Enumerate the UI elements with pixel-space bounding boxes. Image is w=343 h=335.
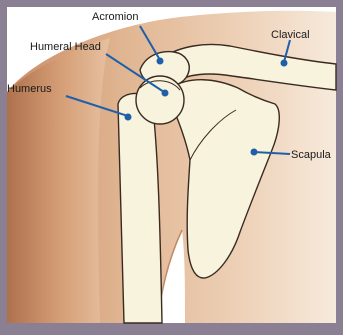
label-scapula: Scapula [291, 149, 332, 161]
humeral-head-dot [162, 90, 169, 97]
humerus-bone [118, 93, 162, 323]
label-clavical: Clavical [271, 29, 310, 41]
humerus-dot [125, 114, 132, 121]
label-acromion: Acromion [92, 11, 138, 23]
humeral-head-bone [136, 76, 184, 124]
acromion-dot [157, 58, 164, 65]
label-humerus: Humerus [7, 83, 52, 95]
clavical-dot [281, 60, 288, 67]
scapula-dot [251, 149, 258, 156]
label-humeral-head: Humeral Head [30, 41, 101, 53]
arm-shading [7, 38, 110, 323]
